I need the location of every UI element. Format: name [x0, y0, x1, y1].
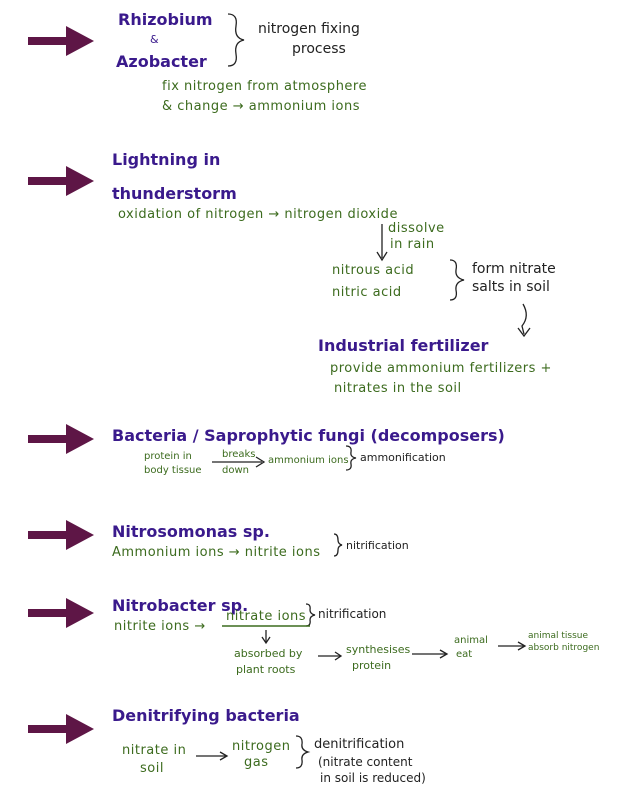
down-arrow-icon — [521, 303, 527, 335]
description: protein — [352, 659, 392, 672]
description: dissolve — [388, 221, 445, 236]
brace-icon — [295, 735, 311, 769]
organism-thunderstorm: thunderstorm — [112, 184, 237, 203]
description: absorb nitrogen — [528, 643, 600, 653]
organism-denitrifying-bacteria: Denitrifying bacteria — [112, 706, 300, 725]
description: nitrous acid — [332, 263, 415, 278]
arrow-icon — [28, 598, 94, 628]
description: nitrogen — [232, 739, 291, 754]
description: absorbed by — [234, 647, 303, 660]
organism-industrial-fertilizer: Industrial fertilizer — [318, 336, 489, 355]
organism-nitrosomonas: Nitrosomonas sp. — [112, 522, 270, 541]
process-label: salts in soil — [472, 279, 550, 295]
brace-icon — [449, 259, 465, 301]
organism-azobacter: Azobacter — [116, 52, 207, 71]
arrow-icon — [28, 166, 94, 196]
description: body tissue — [144, 465, 202, 476]
organism-lightning: Lightning in — [112, 150, 221, 169]
organism-nitrobacter: Nitrobacter sp. — [112, 596, 249, 615]
description: ammonium ions — [268, 455, 349, 466]
description: nitrates in the soil — [334, 381, 462, 396]
description: animal — [454, 635, 488, 646]
organism-rhizobium: Rhizobium — [118, 10, 213, 29]
description: animal tissue — [528, 631, 589, 641]
description: Ammonium ions → nitrite ions — [112, 545, 321, 560]
description: soil — [140, 761, 164, 776]
process-label: nitrogen fixing — [258, 21, 360, 37]
process-label: nitrification — [318, 607, 387, 621]
process-label: form nitrate — [472, 261, 556, 277]
description: oxidation of nitrogen → nitrogen dioxide — [118, 207, 398, 222]
description: nitrite ions → — [114, 619, 206, 634]
brace-icon — [333, 533, 343, 557]
arrow-icon — [28, 520, 94, 550]
description: & change → ammonium ions — [162, 99, 360, 114]
arrow-icon — [28, 424, 94, 454]
arrow-label: breaks — [222, 449, 256, 460]
process-label: process — [292, 41, 346, 57]
brace-icon — [305, 603, 316, 627]
description: eat — [456, 649, 473, 660]
description: gas — [244, 755, 269, 770]
description: synthesises — [346, 643, 411, 656]
process-label: (nitrate content — [318, 755, 413, 769]
arrow-label: down — [222, 465, 249, 476]
description: in rain — [390, 237, 435, 252]
description: nitrate ions — [226, 609, 307, 624]
description: nitrate in — [122, 743, 187, 758]
arrow-icon — [28, 714, 94, 744]
process-label: in soil is reduced) — [320, 771, 426, 785]
brace-icon — [227, 13, 245, 67]
process-label: ammonification — [360, 451, 446, 464]
arrow-icon — [28, 26, 94, 56]
description: fix nitrogen from atmosphere — [162, 79, 367, 94]
ampersand: & — [150, 33, 160, 46]
organism-bacteria: Bacteria / Saprophytic fungi (decomposer… — [112, 426, 505, 445]
description: provide ammonium fertilizers + — [330, 361, 552, 376]
process-label: nitrification — [346, 539, 409, 552]
description: protein in — [144, 451, 192, 462]
process-label: denitrification — [314, 737, 405, 752]
description: nitric acid — [332, 285, 402, 300]
description: plant roots — [236, 663, 296, 676]
